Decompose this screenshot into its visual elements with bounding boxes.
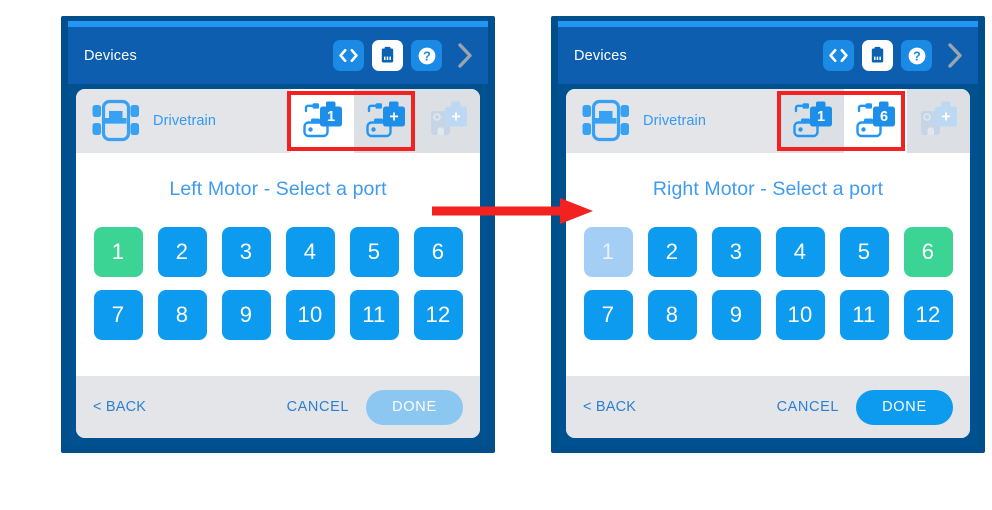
chip-badge: + — [941, 109, 950, 126]
motor-add-chip[interactable]: + — [354, 89, 417, 153]
cancel-button[interactable]: CANCEL — [776, 399, 839, 415]
sensor-add-chip[interactable]: + — [907, 89, 970, 153]
chip-badge: + — [451, 109, 460, 126]
svg-text:?: ? — [913, 49, 921, 63]
footer-actions: CANCEL DONE — [776, 389, 953, 425]
back-button[interactable]: < BACK — [93, 399, 147, 415]
port-button-5[interactable]: 5 — [349, 227, 399, 277]
status-strip — [68, 21, 488, 27]
titlebar: Devices — [558, 27, 978, 84]
status-strip — [558, 21, 978, 27]
port-button-7[interactable]: 7 — [93, 290, 143, 340]
port-button-3[interactable]: 3 — [221, 227, 271, 277]
port-button-10[interactable]: 10 — [285, 290, 335, 340]
device-name: Drivetrain — [643, 113, 707, 129]
port-button-1: 1 — [583, 227, 633, 277]
port-button-9[interactable]: 9 — [221, 290, 271, 340]
footer-actions: CANCEL DONE — [286, 389, 463, 425]
card-footer: < BACK CANCEL DONE — [566, 376, 970, 438]
device-card: Drivetrain 1 — [76, 89, 480, 438]
port-button-4[interactable]: 4 — [775, 227, 825, 277]
port-button-4[interactable]: 4 — [285, 227, 335, 277]
port-button-5[interactable]: 5 — [839, 227, 889, 277]
step-transition-arrow — [432, 197, 594, 225]
chip-badge: + — [389, 109, 398, 126]
port-button-12[interactable]: 12 — [903, 290, 953, 340]
help-icon[interactable]: ? — [411, 40, 442, 71]
device-port-icon[interactable] — [862, 40, 893, 71]
sensor-add-chip[interactable]: + — [417, 89, 480, 153]
titlebar: Devices — [68, 27, 488, 84]
svg-text:?: ? — [423, 49, 431, 63]
chevron-right-icon[interactable] — [452, 40, 478, 71]
motor-port-chip[interactable]: 6 — [844, 89, 907, 153]
code-icon[interactable] — [823, 40, 854, 71]
port-button-8[interactable]: 8 — [157, 290, 207, 340]
prompt-text: Right Motor - Select a port — [652, 178, 884, 200]
device-chip-group: 1 6 — [781, 89, 970, 153]
done-button[interactable]: DONE — [366, 389, 463, 425]
cancel-button[interactable]: CANCEL — [286, 399, 349, 415]
port-button-3[interactable]: 3 — [711, 227, 761, 277]
port-button-12[interactable]: 12 — [413, 290, 463, 340]
motor-port-chip[interactable]: 1 — [781, 89, 844, 153]
port-button-11[interactable]: 11 — [839, 290, 889, 340]
device-card: Drivetrain 1 — [566, 89, 970, 438]
port-button-7[interactable]: 7 — [583, 290, 633, 340]
chip-badge: 6 — [879, 109, 887, 125]
chip-badge: 1 — [816, 109, 824, 125]
port-button-9[interactable]: 9 — [711, 290, 761, 340]
motor-port-chip[interactable]: 1 — [291, 89, 354, 153]
page-title: Devices — [84, 47, 137, 64]
device-port-icon[interactable] — [372, 40, 403, 71]
drivetrain-icon — [89, 98, 143, 144]
device-name: Drivetrain — [153, 113, 217, 129]
port-button-1[interactable]: 1 — [93, 227, 143, 277]
port-button-2[interactable]: 2 — [647, 227, 697, 277]
device-panel-left: Devices — [61, 16, 495, 453]
port-button-11[interactable]: 11 — [349, 290, 399, 340]
device-header-row: Drivetrain 1 — [76, 89, 480, 153]
chevron-right-icon[interactable] — [942, 40, 968, 71]
port-button-10[interactable]: 10 — [775, 290, 825, 340]
chip-badge: 1 — [326, 109, 334, 125]
port-button-2[interactable]: 2 — [157, 227, 207, 277]
device-panel-right: Devices — [551, 16, 985, 453]
help-icon[interactable]: ? — [901, 40, 932, 71]
page-title: Devices — [574, 47, 627, 64]
device-chip-group: 1 + — [291, 89, 480, 153]
prompt-text: Left Motor - Select a port — [169, 178, 387, 200]
device-header-row: Drivetrain 1 — [566, 89, 970, 153]
titlebar-icon-group: ? — [823, 40, 968, 71]
drivetrain-icon — [579, 98, 633, 144]
back-button[interactable]: < BACK — [583, 399, 637, 415]
card-footer: < BACK CANCEL DONE — [76, 376, 480, 438]
titlebar-icon-group: ? — [333, 40, 478, 71]
port-button-6[interactable]: 6 — [903, 227, 953, 277]
done-button[interactable]: DONE — [856, 389, 953, 425]
port-button-6[interactable]: 6 — [413, 227, 463, 277]
code-icon[interactable] — [333, 40, 364, 71]
port-button-8[interactable]: 8 — [647, 290, 697, 340]
